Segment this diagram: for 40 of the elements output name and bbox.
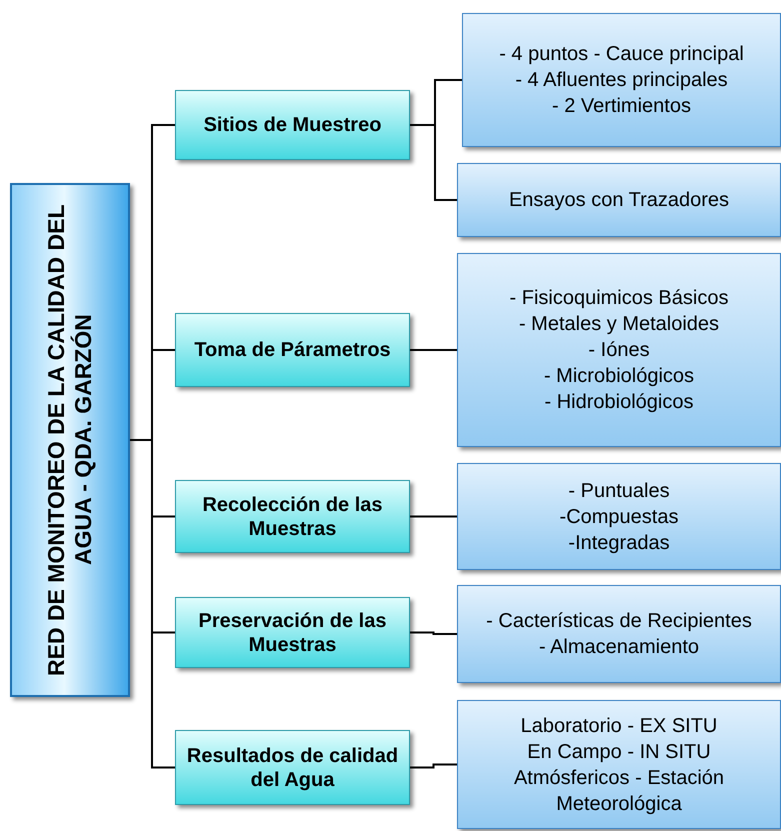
connector-line [410,632,457,635]
category-box [175,313,410,387]
list-item: Atmósfericos - Estación Meteorológica [512,766,726,816]
detail-box [457,253,781,447]
list-item: -Integradas [568,530,670,556]
list-item: - 2 Vertimientos [552,94,691,119]
list-item: -Compuestas [560,504,678,530]
list-item: - 4 Afluentes principales [515,68,728,93]
title-box [10,183,130,697]
list-item: En Campo - IN SITU [527,740,711,764]
list-item: - Puntuales [568,478,670,504]
list-item: - Microbiológicos [544,364,694,389]
list-item: Ensayos con Trazadores [508,188,730,213]
category-label: Toma de Párametros [194,338,391,362]
detail-box [462,13,781,147]
list-item: - Metales y Metaloides [518,312,720,337]
vertical-title: RED DE MONITOREO DE LA CALIDAD DEL AGUA - QDA. GARZÓN [43,203,97,678]
category-label: Resultados de calidad del Agua [186,744,400,792]
detail-box [457,163,781,237]
list-item: - Hidrobiológicos [544,390,694,415]
category-box [175,730,410,805]
list-item: - 4 puntos - Cauce principal [499,42,744,67]
category-label: Preservación de las Muestras [198,608,388,656]
category-box [175,90,410,160]
list-item: - Cacterísticas de Recipientes [486,609,752,634]
connector-line [130,439,175,768]
category-box [175,480,410,553]
list-item: - Almacenamiento [538,635,700,660]
connector-line [410,516,457,518]
list-item: - Fisicoquimicos Básicos [510,286,728,311]
list-item: - Iónes [588,338,650,363]
category-label: Sitios de Muestreo [204,113,382,137]
connector-line [410,349,457,351]
detail-box [457,700,781,829]
list-item: Laboratorio - EX SITU [520,714,718,738]
detail-box [457,585,781,683]
connector-line [410,764,457,768]
category-label: Recolección de las Muestras [201,492,384,540]
detail-box [457,463,781,570]
category-box [175,597,410,668]
